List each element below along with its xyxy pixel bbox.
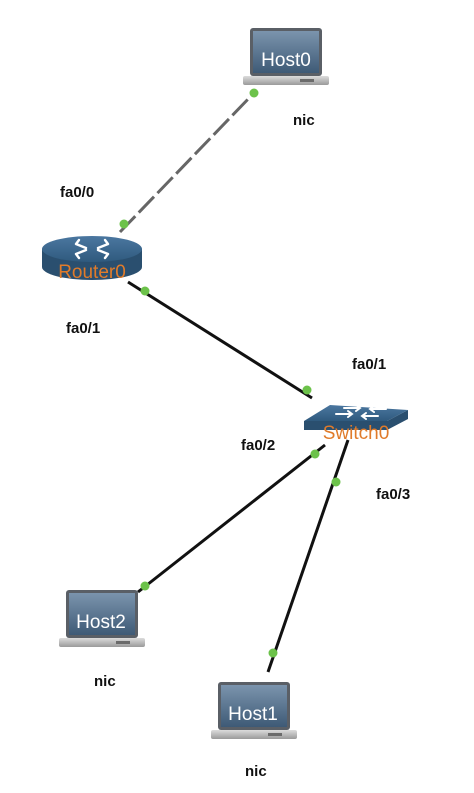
switch0-port-fa0-2-label: fa0/2 [241, 437, 275, 454]
host1-device[interactable]: Host1 [211, 682, 297, 739]
host2-device[interactable]: Host2 [59, 590, 145, 647]
router0-device[interactable]: Router0 [42, 236, 142, 283]
port-dot-switch0-fa0-1 [302, 385, 312, 395]
link-switch0-host1[interactable] [266, 439, 350, 673]
port-dot-host2-nic [140, 581, 150, 591]
switch0-port-fa0-3-label: fa0/3 [376, 486, 410, 503]
host2-port-label: nic [94, 673, 116, 690]
router0-port-fa0-1-label: fa0/1 [66, 320, 100, 337]
host0-device[interactable]: Host0 [243, 28, 329, 85]
laptop-icon [243, 28, 329, 85]
port-dot-switch0-fa0-3 [331, 477, 341, 487]
link-switch0-host2[interactable] [137, 443, 326, 594]
switch0-label: Switch0 [323, 423, 390, 444]
host0-port-label: nic [293, 112, 315, 129]
laptop-icon [59, 590, 145, 647]
port-dot-router0-fa0-0 [119, 219, 129, 229]
link-router0-switch0[interactable] [127, 280, 313, 400]
switch0-port-fa0-1-label: fa0/1 [352, 356, 386, 373]
link-router0-host0[interactable] [118, 93, 254, 234]
host1-label: Host1 [228, 704, 278, 725]
host2-label: Host2 [76, 612, 126, 633]
port-dot-router0-fa0-1 [140, 286, 150, 296]
host0-label: Host0 [261, 50, 311, 71]
switch-icon [304, 404, 408, 430]
router0-label: Router0 [58, 262, 126, 283]
port-dot-switch0-fa0-2 [310, 449, 320, 459]
router-icon [42, 236, 142, 280]
host1-port-label: nic [245, 763, 267, 780]
router0-port-fa0-0-label: fa0/0 [60, 184, 94, 201]
port-dot-host1-nic [268, 648, 278, 658]
laptop-icon [211, 682, 297, 739]
switch0-device[interactable]: Switch0 [304, 404, 408, 444]
port-dot-host0-nic [249, 88, 259, 98]
